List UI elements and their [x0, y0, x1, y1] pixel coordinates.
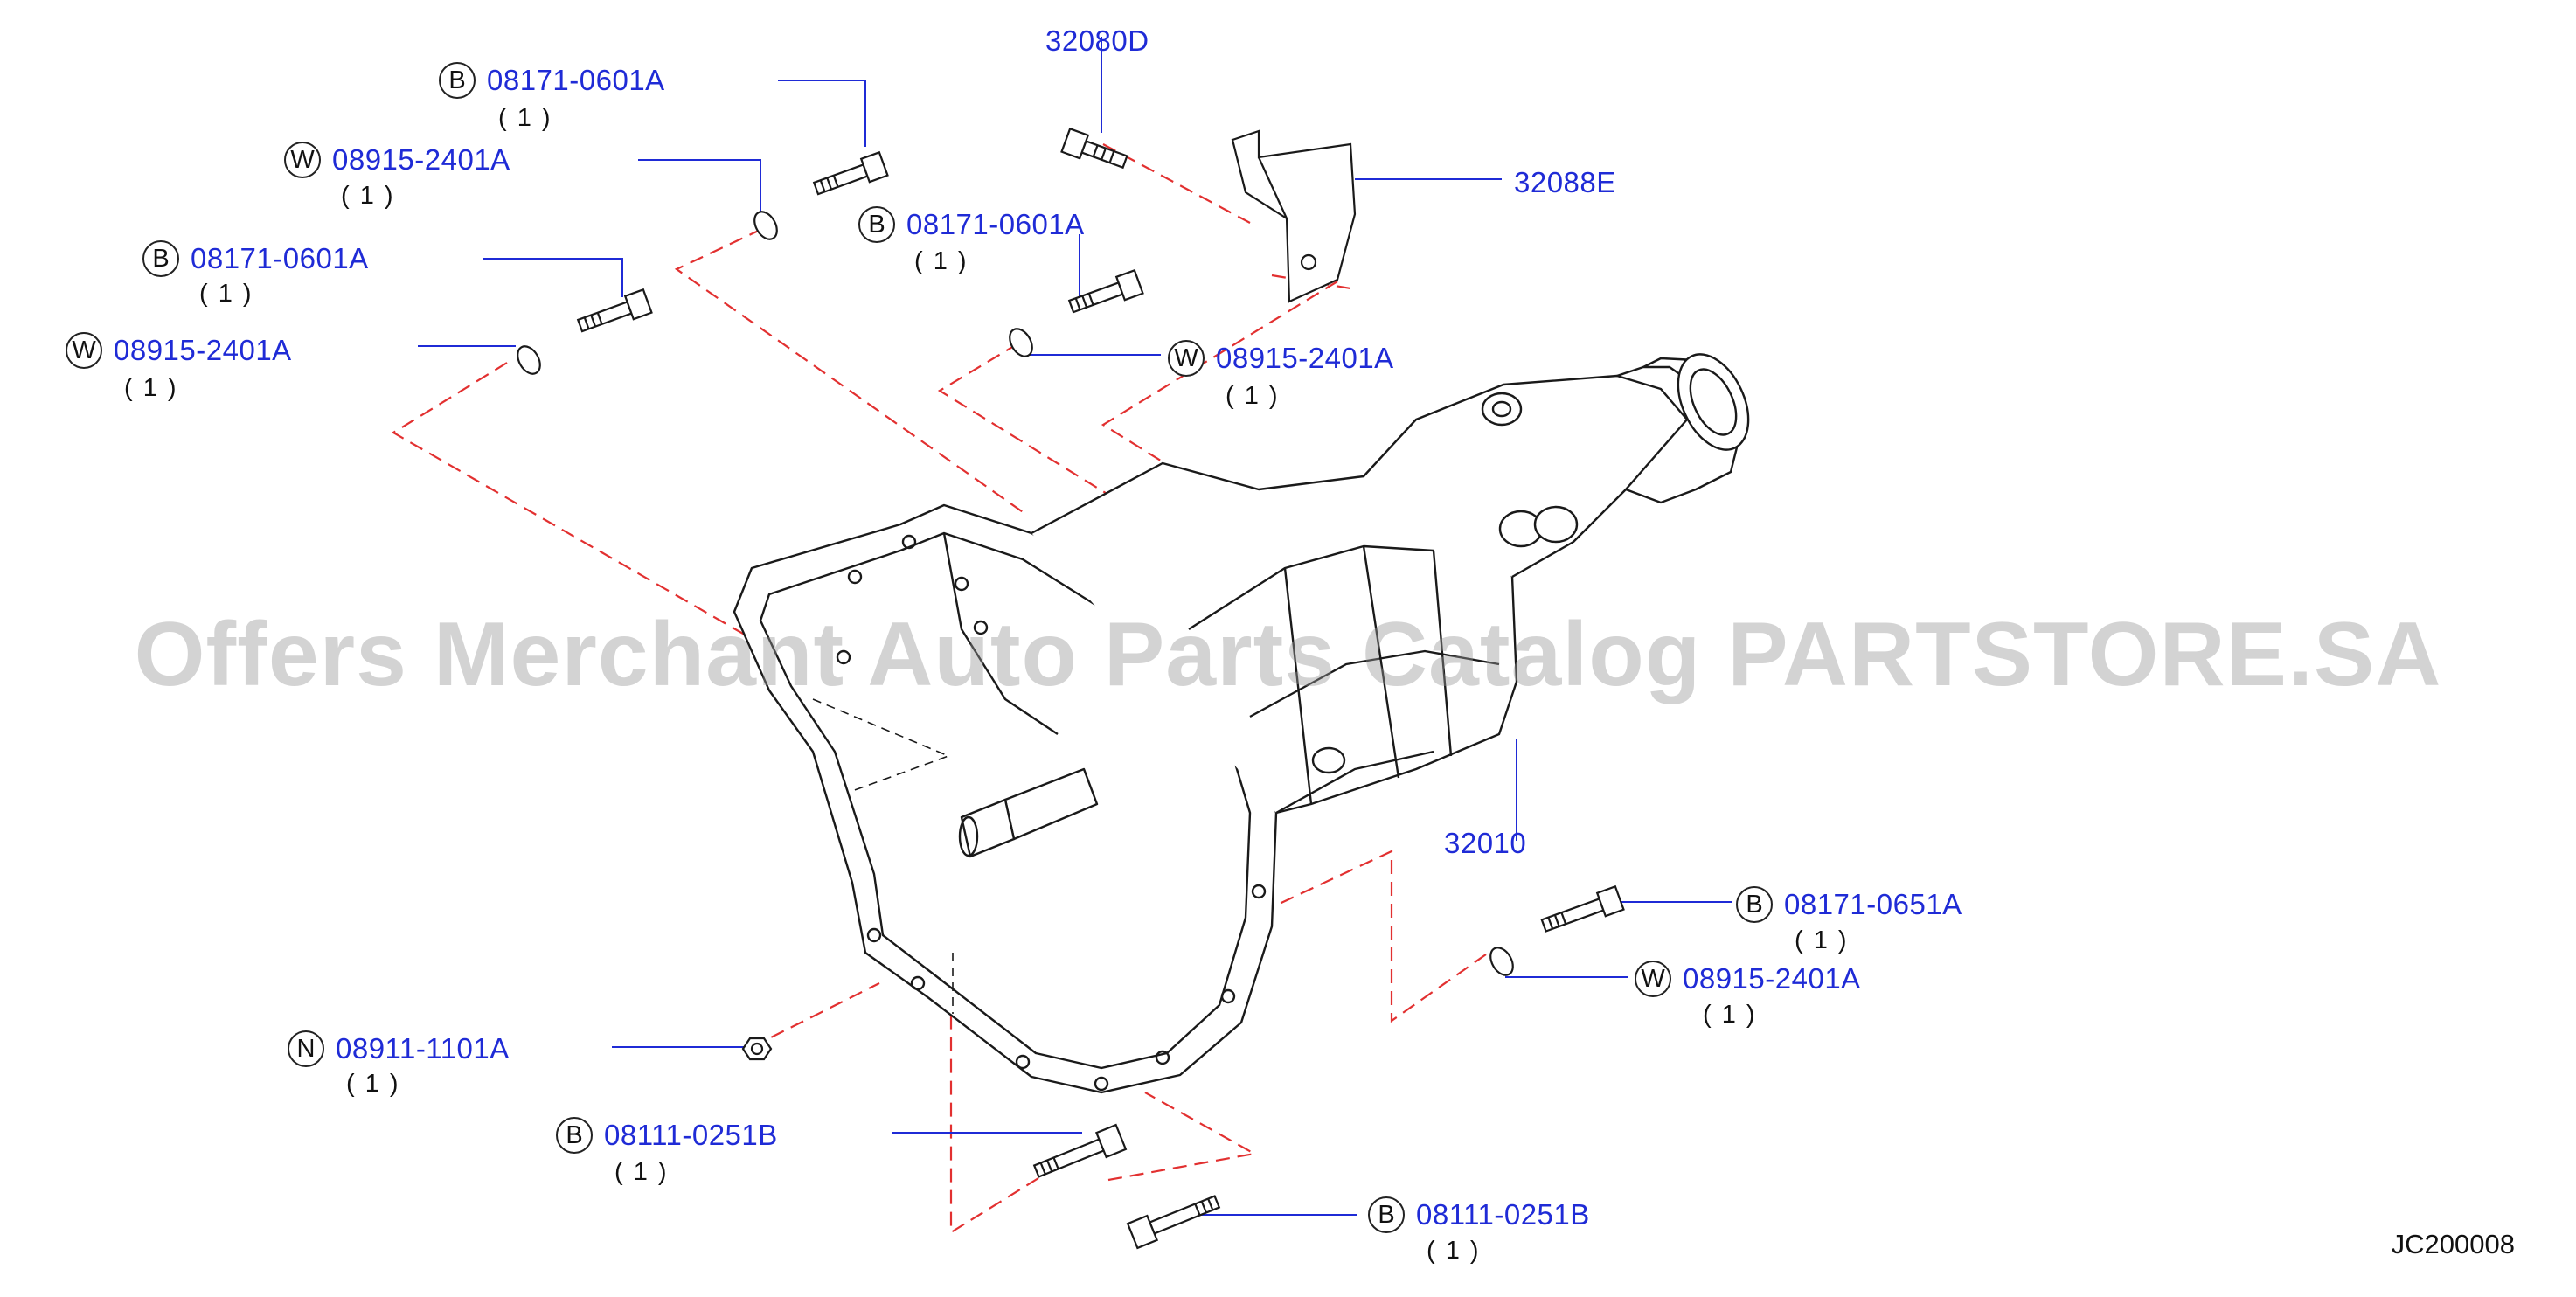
callout-washer-2[interactable]: W 08915-2401A: [66, 332, 292, 369]
quantity-label: ( 1 ): [614, 1158, 669, 1186]
quantity-label: ( 1 ): [124, 374, 178, 402]
part-number-transmission-32010[interactable]: 32010: [1444, 827, 1527, 859]
badge-b: B: [142, 240, 179, 277]
bolt-icon: [1126, 1195, 1221, 1250]
quantity-label: ( 1 ): [1703, 1001, 1757, 1029]
callout-bolt-4[interactable]: B 08171-0651A: [1736, 886, 1962, 923]
part-number[interactable]: 08915-2401A: [1683, 962, 1861, 995]
bolt-icon: [1032, 1123, 1128, 1178]
callout-washer-1[interactable]: W 08915-2401A: [284, 142, 510, 178]
transmission-icon: [733, 353, 1750, 1094]
part-number[interactable]: 08171-0601A: [191, 242, 369, 274]
hidden-lines: [812, 698, 954, 1014]
badge-w: W: [66, 332, 102, 369]
part-number[interactable]: 08111-0251B: [604, 1119, 778, 1151]
bolt-icon: [1540, 884, 1625, 933]
bolt-icon: [1060, 127, 1128, 170]
quantity-label: ( 1 ): [346, 1070, 400, 1098]
callout-nut[interactable]: N 08911-1101A: [288, 1030, 510, 1067]
badge-w: W: [1168, 340, 1205, 377]
part-number[interactable]: 08915-2401A: [114, 334, 292, 366]
badge-w: W: [284, 142, 321, 178]
badge-b: B: [439, 62, 476, 99]
part-number[interactable]: 08171-0601A: [906, 208, 1085, 240]
bolt-icon: [1067, 268, 1144, 314]
badge-b: B: [1736, 886, 1773, 923]
quantity-label: ( 1 ): [1427, 1237, 1481, 1265]
quantity-label: ( 1 ): [498, 104, 552, 132]
quantity-label: ( 1 ): [1795, 926, 1849, 954]
part-number[interactable]: 08111-0251B: [1416, 1198, 1590, 1231]
callout-washer-4[interactable]: W 08915-2401A: [1635, 961, 1861, 997]
bolt-icon: [576, 288, 653, 333]
callout-bolt-5[interactable]: B 08111-0251B: [556, 1117, 778, 1154]
washer-icon: [1489, 947, 1514, 976]
part-number[interactable]: 08171-0601A: [487, 64, 665, 96]
part-number[interactable]: 08915-2401A: [1216, 342, 1394, 374]
badge-b: B: [556, 1117, 593, 1154]
bracket-icon: [1231, 129, 1357, 303]
washer-icon: [517, 345, 541, 375]
badge-b: B: [858, 206, 895, 243]
nut-icon: [741, 1037, 773, 1061]
callout-bolt-3[interactable]: B 08171-0601A: [858, 206, 1085, 243]
quantity-label: ( 1 ): [341, 182, 395, 210]
callout-bolt-2[interactable]: B 08171-0601A: [142, 240, 369, 277]
badge-w: W: [1635, 961, 1671, 997]
quantity-label: ( 1 ): [914, 247, 969, 275]
leader-lines: [418, 37, 1732, 1216]
washer-icon: [753, 211, 778, 240]
part-number-bracket-32088e[interactable]: 32088E: [1514, 166, 1616, 198]
callout-bolt-1[interactable]: B 08171-0601A: [439, 62, 665, 99]
callout-bolt-6[interactable]: B 08111-0251B: [1368, 1196, 1590, 1233]
badge-n: N: [288, 1030, 324, 1067]
washer-icon: [1009, 328, 1033, 357]
quantity-label: ( 1 ): [199, 280, 253, 308]
fasteners: [517, 127, 1625, 1250]
callout-washer-3[interactable]: W 08915-2401A: [1168, 340, 1394, 377]
part-number[interactable]: 08911-1101A: [336, 1032, 510, 1065]
bolt-icon: [812, 150, 889, 196]
diagram-id: JC200008: [2391, 1229, 2515, 1259]
part-number[interactable]: 08915-2401A: [332, 143, 510, 176]
part-number[interactable]: 08171-0651A: [1784, 888, 1962, 920]
badge-b: B: [1368, 1196, 1405, 1233]
quantity-label: ( 1 ): [1226, 382, 1280, 410]
part-number-bolt-32080d[interactable]: 32080D: [1045, 24, 1149, 57]
